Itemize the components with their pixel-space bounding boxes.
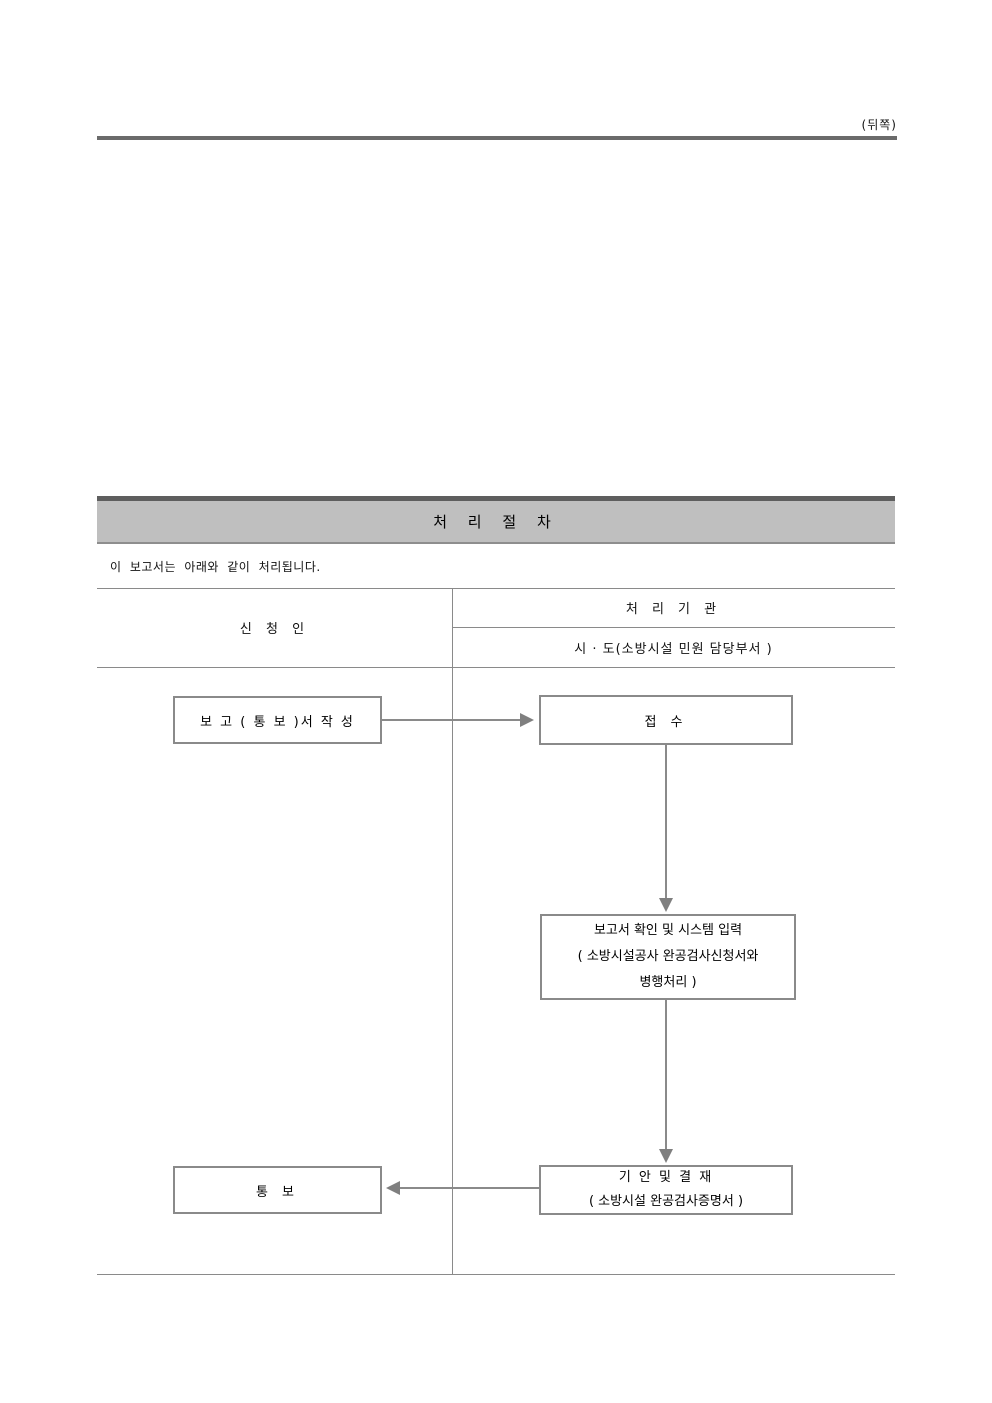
table-column-divider: [452, 588, 453, 1274]
section-title: 처 리 절 차: [433, 513, 559, 531]
connector-draft-to-notify: [400, 1187, 539, 1189]
connector-confirm-to-draft: [665, 1000, 667, 1149]
table-bottom-border: [97, 1274, 895, 1275]
arrowhead-down-icon: [659, 898, 673, 912]
draft-approval-box: 기 안 및 결 재 ( 소방시설 완공검사증명서 ): [539, 1165, 793, 1215]
arrowhead-down-icon: [659, 1149, 673, 1163]
table-top-border: [97, 588, 895, 589]
notify-box: 통 보: [173, 1166, 382, 1214]
arrowhead-left-icon: [386, 1181, 400, 1195]
section-title-bar: 처 리 절 차: [97, 496, 895, 544]
back-side-marker: (뒤쪽): [861, 118, 897, 132]
connector-write-to-receipt: [382, 719, 520, 721]
confirm-input-box: 보고서 확인 및 시스템 입력 ( 소방시설공사 완공검사신청서와 병행처리 ): [540, 914, 796, 1000]
arrowhead-right-icon: [520, 713, 534, 727]
table-header-bottom-border: [97, 667, 895, 668]
agency-subheader-cell: 시 · 도(소방시설 민원 담당부서 ): [574, 641, 773, 657]
notify-label: 통 보: [255, 1184, 300, 1200]
agency-header-cell: 처 리 기 관: [625, 602, 722, 617]
applicant-header-cell: 신 청 인: [239, 622, 310, 637]
confirm-input-line3: 병행처리 ): [639, 975, 697, 990]
confirm-input-line2: ( 소방시설공사 완공검사신청서와: [577, 949, 759, 964]
receipt-box: 접 수: [539, 695, 793, 745]
receipt-label: 접 수: [644, 714, 688, 730]
agency-header-divider: [452, 627, 895, 628]
write-report-label: 보 고 ( 통 보 )서 작 성: [200, 714, 355, 730]
page-top-rule: [97, 136, 897, 140]
connector-receipt-to-confirm: [665, 745, 667, 898]
draft-approval-line1: 기 안 및 결 재: [618, 1170, 714, 1185]
draft-approval-line2: ( 소방시설 완공검사증명서 ): [588, 1194, 744, 1209]
confirm-input-line1: 보고서 확인 및 시스템 입력: [593, 923, 743, 938]
intro-text: 이 보고서는 아래와 같이 처리됩니다.: [110, 560, 321, 574]
write-report-box: 보 고 ( 통 보 )서 작 성: [173, 696, 382, 744]
